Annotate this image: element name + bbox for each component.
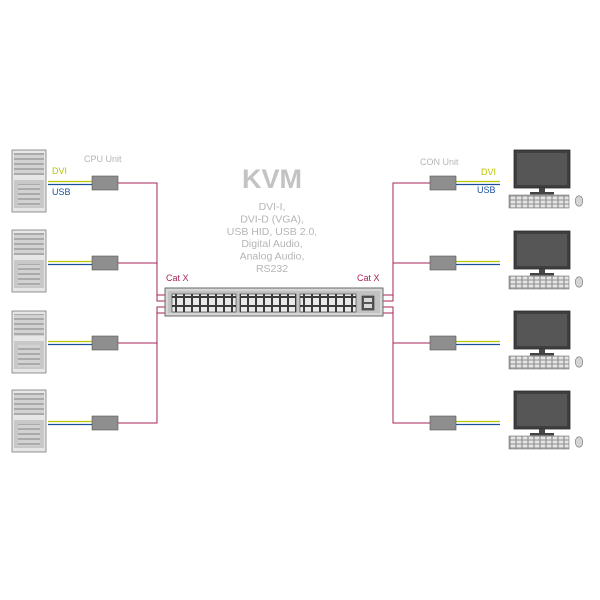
feature-line: RS232 [256, 263, 288, 275]
workstations [508, 149, 584, 450]
cpu-unit-box [91, 415, 119, 431]
keyboard [508, 275, 570, 290]
cat-cable-right [376, 182, 430, 296]
port-group-2 [239, 293, 297, 313]
cpu-unit-box [91, 255, 119, 271]
usb-label-left: USB [52, 187, 71, 197]
cat-cable-left [118, 182, 172, 296]
con-unit-box [429, 415, 457, 431]
computer-tower [11, 229, 47, 293]
cpu-unit-box [91, 175, 119, 191]
mouse [574, 276, 584, 288]
mouse [574, 436, 584, 448]
con-unit-box [429, 175, 457, 191]
cpu-unit-box [91, 335, 119, 351]
cat-cable-right [376, 306, 430, 344]
usb-label-right: USB [477, 185, 496, 195]
mouse [574, 356, 584, 368]
cpu-unit-label: CPU Unit [84, 154, 122, 164]
workstation [508, 310, 584, 370]
feature-line: Digital Audio, [241, 238, 302, 250]
feature-line: DVI-D (VGA), [240, 213, 304, 225]
cat-cable-left [118, 312, 172, 424]
con-unit-box [429, 335, 457, 351]
feature-list: DVI-I,DVI-D (VGA),USB HID, USB 2.0,Digit… [227, 201, 317, 275]
feature-line: USB HID, USB 2.0, [227, 226, 317, 238]
feature-line: DVI-I, [259, 201, 286, 213]
cat-cable-right [376, 312, 430, 424]
feature-line: Analog Audio, [240, 251, 305, 263]
cat-cable-right [376, 262, 430, 302]
workstation [508, 149, 584, 209]
port-group-3 [299, 293, 357, 313]
cat-label-left: Cat X [166, 273, 189, 283]
keyboard [508, 435, 570, 450]
dvi-label-right: DVI [481, 167, 496, 177]
port-group-1 [171, 293, 237, 313]
workstation [508, 390, 584, 450]
keyboard [508, 355, 570, 370]
cat-label-right: Cat X [357, 273, 380, 283]
computer-tower [11, 310, 47, 374]
mouse [574, 195, 584, 207]
con-unit-box [429, 255, 457, 271]
kvm-switch [164, 287, 384, 317]
computer-tower [11, 149, 47, 213]
wires [48, 175, 500, 431]
keyboard [508, 194, 570, 209]
computers [11, 149, 47, 453]
workstation [508, 230, 584, 290]
diagram-title: KVM [242, 164, 302, 194]
computer-tower [11, 389, 47, 453]
dvi-label-left: DVI [52, 166, 67, 176]
con-unit-label: CON Unit [420, 157, 459, 167]
cat-cable-left [118, 306, 172, 344]
